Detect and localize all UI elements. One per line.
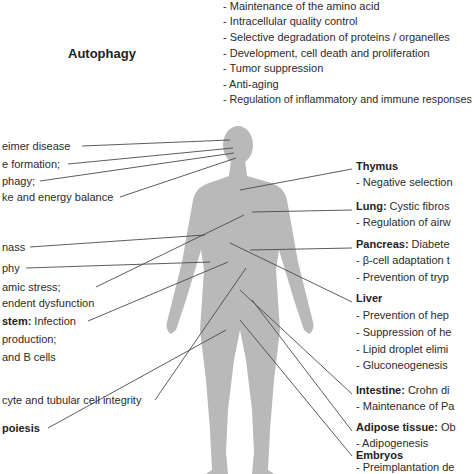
annotation-text: - Lipid droplet elimi — [356, 343, 448, 356]
annotation-text: - Development, cell death and proliferat… — [223, 47, 430, 60]
annotation-text: amic stress; — [2, 281, 61, 294]
heading-text: stem: — [2, 315, 31, 328]
annotation-text: nass — [2, 241, 25, 254]
annotation-text: - Suppression of he — [356, 326, 451, 339]
annotation-text: - β-cell adaptation t — [356, 254, 450, 267]
annotation-text: phy — [2, 262, 20, 275]
annotation-text: phagy; — [2, 175, 35, 188]
annotation-text: - Anti-aging — [223, 78, 279, 91]
heading-text: Intestine: — [356, 384, 405, 397]
annotation-text: - Maintenance of the amino acid — [223, 0, 380, 13]
annotation-text: - Selective degradation of proteins / or… — [223, 31, 450, 44]
annotation-text: Ob — [441, 421, 456, 434]
annotation-text: cyte and tubular cell integrity — [2, 394, 141, 407]
annotation-text: - Prevention of tryp — [356, 271, 449, 284]
human-silhouette — [167, 126, 314, 474]
annotation-text: - Maintenance of Pa — [356, 400, 454, 413]
annotation-text: - Regulation of inflammatory and immune … — [223, 93, 472, 106]
heading-text: Pancreas: — [356, 238, 409, 251]
heading-text: Lung: — [356, 200, 387, 213]
annotation-text: endent dysfunction — [2, 297, 94, 310]
annotation-text: - Regulation of airw — [356, 216, 451, 229]
annotation-text: ke and energy balance — [2, 191, 113, 204]
heading-text: poiesis — [2, 422, 40, 435]
annotation-text: e formation; — [2, 158, 60, 171]
annotation-text: Diabete — [412, 238, 450, 251]
annotation-text: Crohn di — [408, 384, 450, 397]
annotation-text: and B cells — [2, 351, 56, 364]
annotation-text: - Preimplantation de — [356, 461, 454, 474]
heading-text: Liver — [356, 292, 382, 305]
annotation-text: eimer disease — [2, 140, 70, 153]
annotation-text: Cystic fibros — [390, 200, 450, 213]
annotation-text: - Prevention of hep — [356, 309, 449, 322]
annotation-text: production; — [2, 333, 56, 346]
annotation-text: Infection — [34, 315, 76, 328]
heading-text: Autophagy — [68, 47, 136, 60]
annotation-text: - Adipogenesis — [356, 437, 428, 450]
annotation-text: - Negative selection — [356, 176, 453, 189]
heading-text: Adipose tissue: — [356, 421, 438, 434]
annotation-text: - Intracellular quality control — [223, 15, 358, 28]
heading-text: Thymus — [356, 160, 398, 173]
annotation-text: - Tumor suppression — [223, 62, 323, 75]
heading-text: Embryos — [356, 449, 403, 462]
annotation-text: - Gluconeogenesis — [356, 359, 448, 372]
